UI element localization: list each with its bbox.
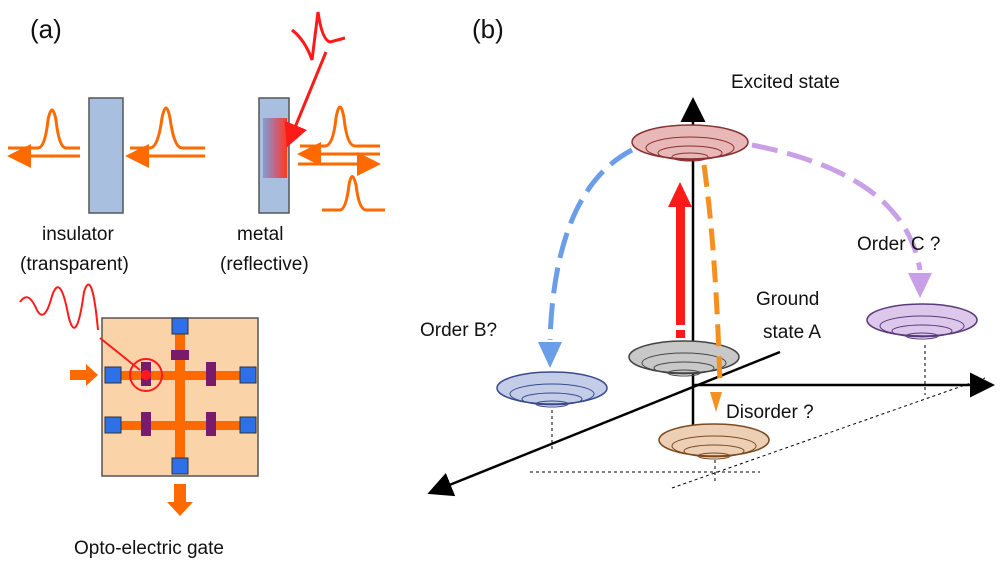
gate-light-wave <box>19 283 99 331</box>
gate-light-beam <box>99 337 141 371</box>
order-c-label: Order C ? <box>857 234 940 255</box>
order-c-bowl <box>866 303 978 340</box>
reflected-pulse <box>322 175 385 212</box>
gate-output-arrow <box>167 484 193 516</box>
ground-state-bowl <box>628 340 740 377</box>
projection-lines <box>530 345 986 489</box>
order-b-path <box>547 147 634 341</box>
gate-pad-right-bottom <box>239 416 257 434</box>
metal-label: metal <box>237 224 283 245</box>
relaxation-arrow <box>701 164 723 386</box>
gate-resistor-top <box>171 350 189 360</box>
gate-vertical-line <box>175 328 185 468</box>
opto-electric-gate <box>19 283 259 516</box>
disorder-label: Disorder ? <box>726 402 814 423</box>
order-b-arrowhead <box>538 342 562 368</box>
excited-state-bowl <box>631 124 749 162</box>
gate-resistor-4 <box>206 412 216 436</box>
gate-pad-left-bottom <box>104 416 122 434</box>
panel-b: (b) <box>420 14 995 497</box>
transmitted-pulse <box>8 108 80 150</box>
gate-top-line <box>112 371 248 380</box>
gate-bottom-line <box>112 421 248 430</box>
metal-excited-region <box>263 118 287 178</box>
order-b-bowl <box>496 371 608 408</box>
gate-pad-top <box>171 317 189 335</box>
ground-label: Ground <box>756 289 819 310</box>
gate-focus-spot <box>141 370 151 380</box>
incident-pulse <box>130 106 205 150</box>
gate-resistor-2 <box>206 362 216 386</box>
excitation-pulse <box>291 11 346 61</box>
panel-a: (a) insulator (transparent) metal (refle… <box>7 11 385 559</box>
metal-sublabel: (reflective) <box>220 254 309 275</box>
gate-pad-left-top <box>104 366 122 384</box>
disorder-bowl <box>658 423 770 460</box>
insulator-sublabel: (transparent) <box>20 254 129 275</box>
gate-pad-bottom <box>171 457 189 475</box>
panel-a-label: (a) <box>30 14 62 44</box>
ground-sublabel: state A <box>763 322 821 343</box>
gate-resistor-3 <box>141 412 151 436</box>
metal-incident-pulse <box>300 105 380 148</box>
gate-caption: Opto-electric gate <box>74 538 224 559</box>
gate-input-arrow <box>70 364 98 386</box>
insulator-label: insulator <box>42 224 114 245</box>
panel-b-label: (b) <box>472 14 504 44</box>
gate-focus-circle <box>129 358 163 392</box>
order-c-arrowhead <box>908 273 932 298</box>
order-c-path <box>751 142 923 271</box>
insulator-slab <box>88 97 124 214</box>
excitation-up-arrow <box>668 182 692 338</box>
excitation-arrow <box>284 51 328 148</box>
gate-pad-right-top <box>239 366 257 384</box>
order-b-label: Order B? <box>420 320 497 341</box>
excited-state-label: Excited state <box>731 72 840 93</box>
